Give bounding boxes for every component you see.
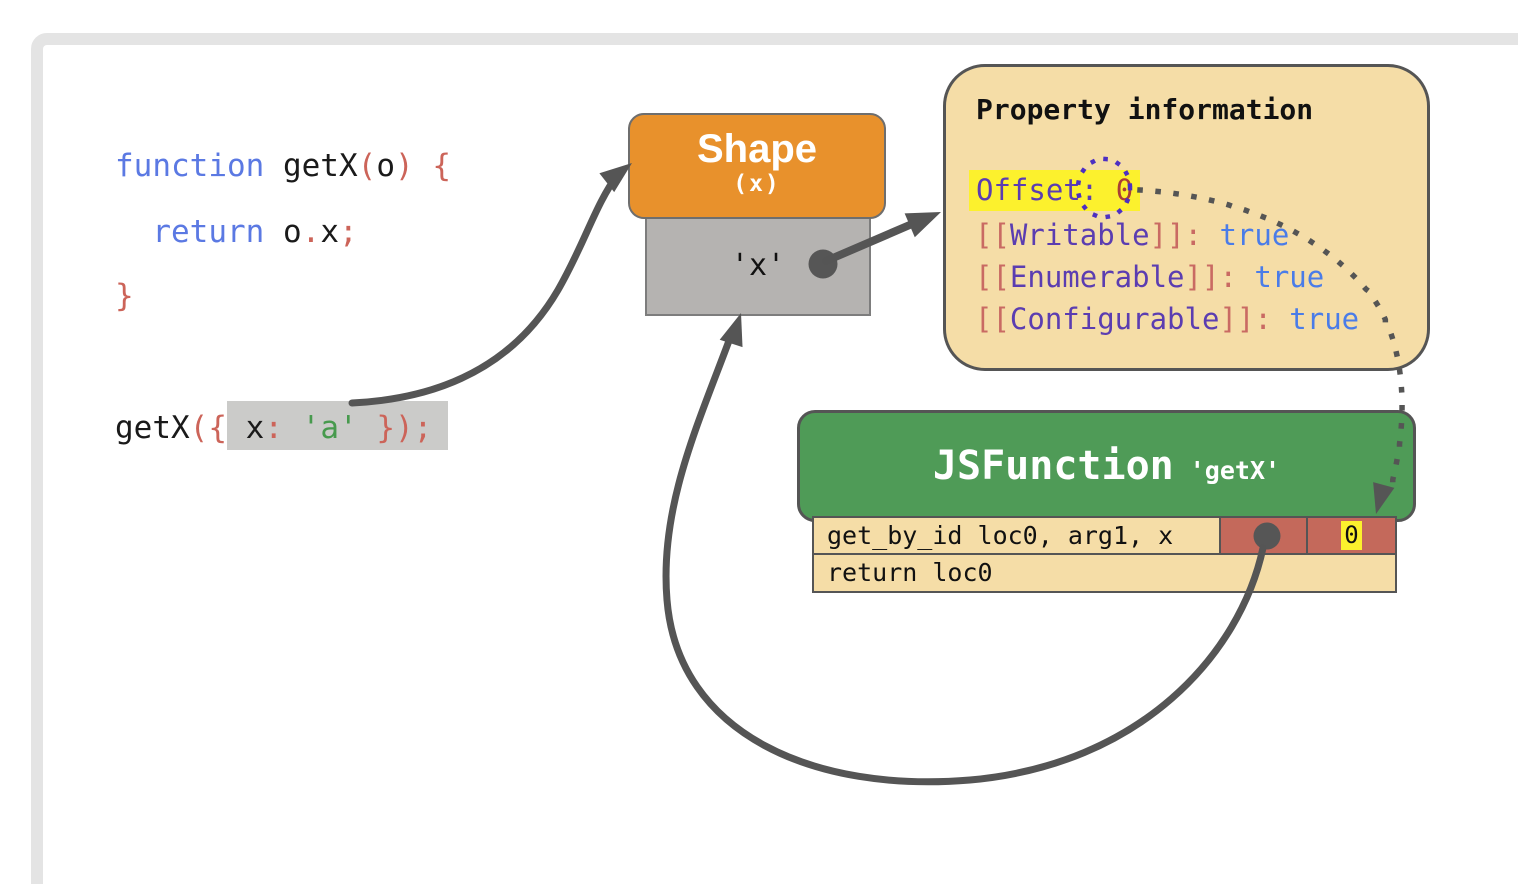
code-token: x <box>320 214 339 250</box>
property-information-title: Property information <box>976 93 1314 126</box>
code-token: } <box>115 278 134 314</box>
object-literal-highlight <box>227 401 448 450</box>
property-information-box: Property information Offset: 0 [[Writabl… <box>943 64 1430 371</box>
code-token: ; <box>339 214 358 250</box>
code-token: o <box>282 214 302 250</box>
code-token: } <box>357 410 395 446</box>
property-value: true <box>1289 302 1360 336</box>
property-name: Configurable <box>1009 302 1220 336</box>
code-line-return: return o.x; <box>115 212 358 252</box>
jsfunction-title: JSFunction <box>932 443 1174 489</box>
enumerable-row: [[Enumerable]]: true <box>975 259 1324 295</box>
bracket: ]]: <box>1149 218 1220 252</box>
outer-frame <box>31 33 1518 884</box>
code-token: : <box>264 410 302 446</box>
slot-label: 'x' <box>730 248 786 283</box>
property-value: true <box>1219 218 1290 252</box>
code-line-close-brace: } <box>115 276 134 316</box>
code-token: { <box>432 148 451 184</box>
inline-cache-offset-cell: 0 <box>1306 518 1396 553</box>
bracket: [[ <box>975 218 1010 252</box>
code-token: ; <box>413 410 433 446</box>
shape-subtitle: (x) <box>733 171 781 197</box>
code-token: ( <box>189 410 209 446</box>
property-name: Writable <box>1009 218 1150 252</box>
jsfunction-name: 'getX' <box>1189 455 1281 485</box>
code-token: ) <box>394 148 433 184</box>
code-token: getX <box>264 148 358 184</box>
code-token: return <box>115 214 283 250</box>
code-token: function <box>115 148 265 184</box>
bytecode-row-return: return loc0 <box>812 555 1397 593</box>
bracket: ]]: <box>1184 260 1255 294</box>
writable-row: [[Writable]]: true <box>975 217 1289 253</box>
offset-value: 0 <box>1115 173 1134 207</box>
bracket: [[ <box>975 260 1010 294</box>
code-line-function-decl: function getX(o) { <box>115 146 451 186</box>
code-token: . <box>301 214 321 250</box>
code-token: 'a' <box>301 410 358 446</box>
configurable-row: [[Configurable]]: true <box>975 301 1359 337</box>
code-token: o <box>376 148 395 184</box>
code-token: { <box>208 410 246 446</box>
shape-property-slot: 'x' <box>645 215 871 316</box>
code-token: getX <box>115 410 190 446</box>
code-line-getx-call: getX({ x: 'a' }); <box>115 408 432 448</box>
cached-offset-value: 0 <box>1341 521 1362 550</box>
property-value: true <box>1254 260 1325 294</box>
shape-box: Shape (x) <box>628 113 886 219</box>
code-token: ) <box>394 410 414 446</box>
bracket: ]]: <box>1219 302 1290 336</box>
offset-label: Offset: <box>976 173 1116 207</box>
shape-title: Shape <box>696 127 818 171</box>
bytecode-instruction: get_by_id loc0, arg1, x <box>814 518 1219 553</box>
code-token: x <box>245 410 265 446</box>
bytecode-row-get-by-id: get_by_id loc0, arg1, x 0 <box>812 516 1397 555</box>
inline-cache-shape-cell <box>1218 518 1307 553</box>
bytecode-table: get_by_id loc0, arg1, x 0 return loc0 <box>812 516 1397 593</box>
jsfunction-box: JSFunction 'getX' <box>797 410 1416 522</box>
code-token: ( <box>357 148 377 184</box>
bracket: [[ <box>975 302 1010 336</box>
offset-row: Offset: 0 <box>969 170 1141 211</box>
bytecode-instruction: return loc0 <box>814 555 1395 591</box>
property-name: Enumerable <box>1009 260 1185 294</box>
